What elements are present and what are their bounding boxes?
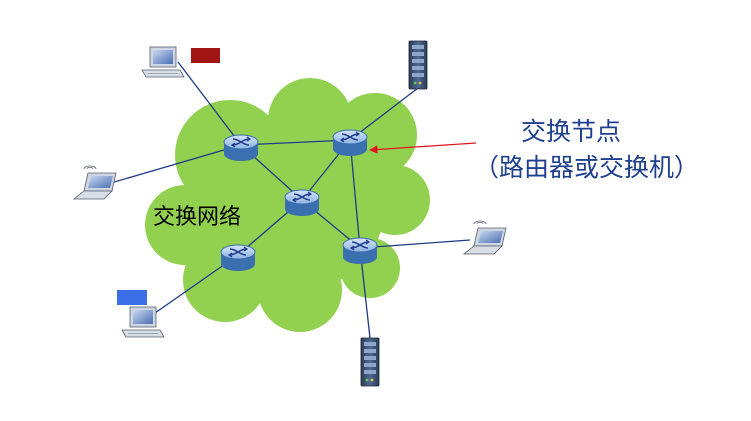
link	[103, 144, 242, 186]
link	[177, 61, 242, 146]
router-icon	[284, 189, 320, 217]
router-icon	[332, 129, 368, 157]
desktop-computer-icon	[141, 46, 185, 78]
callout-arrow	[369, 142, 477, 154]
router-icon	[223, 134, 259, 162]
link	[349, 139, 361, 249]
network-label: 交换网络	[153, 205, 241, 230]
link	[359, 239, 471, 249]
switching-node-sublabel: （路由器或交换机）	[474, 153, 699, 182]
router-icon	[220, 244, 256, 272]
wireless-laptop-icon	[463, 220, 507, 255]
switching-node-label: 交换节点	[521, 117, 621, 146]
server-icon	[360, 337, 380, 387]
link	[240, 139, 351, 146]
server-icon	[408, 40, 428, 90]
host-tag-blue	[117, 290, 147, 305]
host-tag-red	[191, 48, 220, 63]
wireless-laptop-icon	[73, 165, 117, 200]
router-icon	[342, 237, 378, 265]
